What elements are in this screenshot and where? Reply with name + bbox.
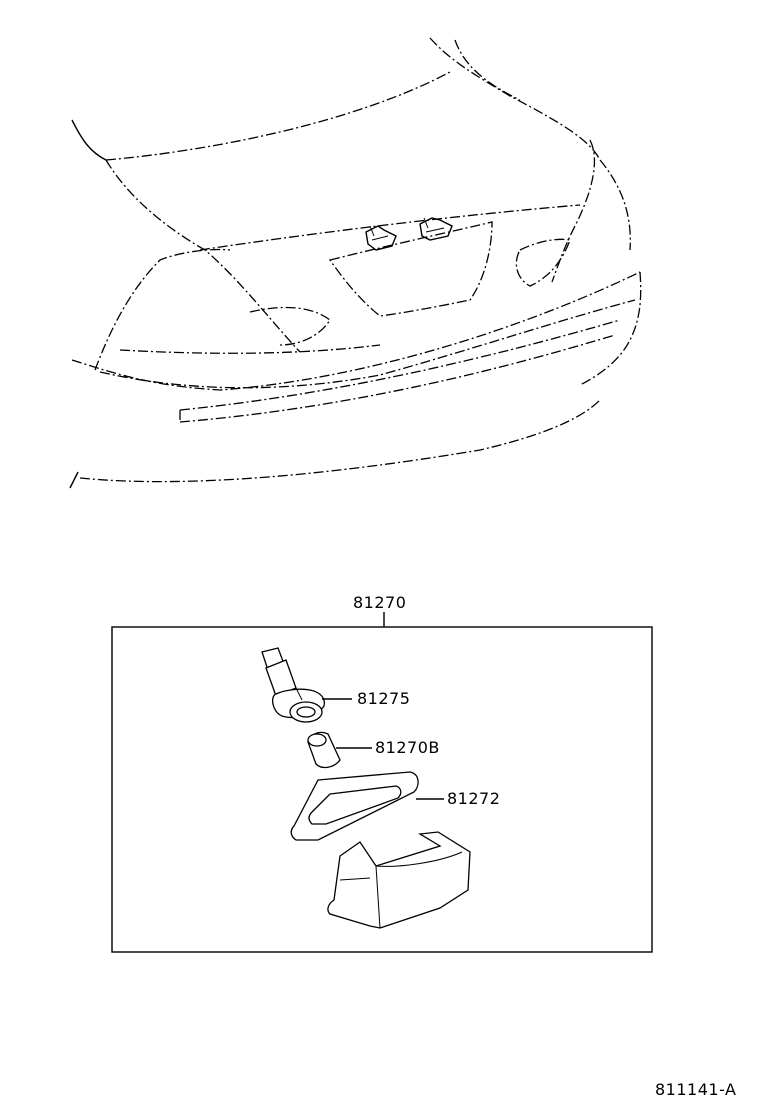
gasket-part-drawing <box>290 771 444 841</box>
figure-code: 811141-A <box>655 1080 737 1099</box>
bulb-part-drawing <box>307 731 372 769</box>
callout-81275: 81275 <box>357 689 411 708</box>
socket-part-drawing <box>261 647 352 723</box>
lamp-housing-drawing <box>327 831 471 929</box>
vehicle-rear-illustration <box>69 37 642 489</box>
group-callout-81270: 81270 <box>353 593 407 612</box>
callout-81270b: 81270B <box>375 738 440 757</box>
parts-group-box <box>111 612 653 953</box>
callout-81272: 81272 <box>447 789 501 808</box>
license-lamp-location-marks <box>365 217 453 251</box>
